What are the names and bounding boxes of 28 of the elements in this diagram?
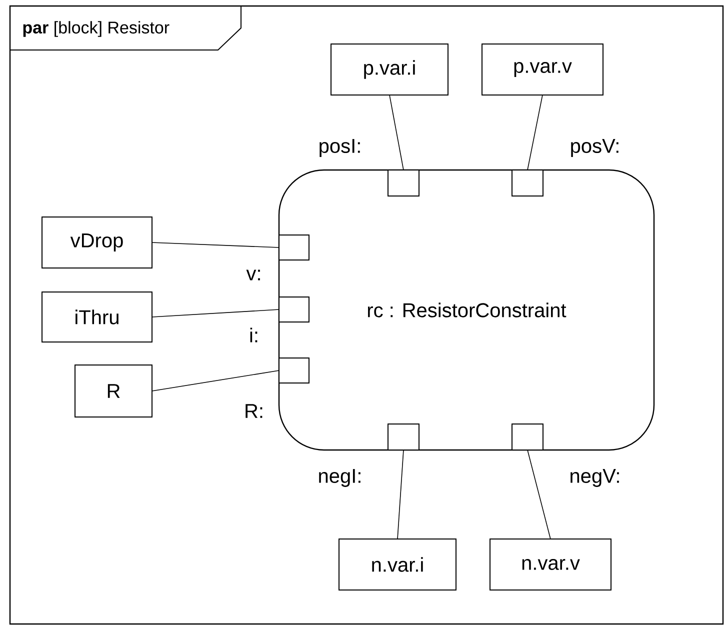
value-box: iThru bbox=[42, 292, 152, 342]
port-label: negI: bbox=[319, 469, 360, 487]
port-label: negV: bbox=[570, 469, 619, 487]
port-label: v: bbox=[246, 270, 260, 280]
connector-line bbox=[152, 242, 280, 248]
port-square bbox=[278, 234, 310, 260]
port-label: R: bbox=[246, 404, 262, 418]
port-square bbox=[512, 424, 544, 450]
value-box: p.var.i bbox=[330, 44, 448, 96]
value-box: vDrop bbox=[42, 216, 152, 268]
connector-line bbox=[152, 370, 280, 392]
port-label: posI: bbox=[320, 139, 360, 157]
port-label: posV: bbox=[571, 139, 618, 157]
port-square bbox=[512, 170, 544, 196]
value-box: p.var.v bbox=[482, 44, 604, 96]
port-square bbox=[278, 358, 310, 384]
port-square bbox=[388, 170, 420, 196]
port-square bbox=[278, 296, 310, 322]
connector-line bbox=[152, 309, 280, 318]
value-box: n.var.i bbox=[338, 538, 456, 590]
connector-line bbox=[397, 450, 404, 540]
connector-line bbox=[527, 450, 551, 540]
port-label: i: bbox=[250, 328, 258, 342]
connector-line bbox=[527, 94, 543, 170]
port-square bbox=[388, 424, 420, 450]
value-box: R bbox=[74, 364, 152, 418]
value-box: n.var.v bbox=[490, 538, 612, 590]
connector-line bbox=[389, 94, 404, 170]
